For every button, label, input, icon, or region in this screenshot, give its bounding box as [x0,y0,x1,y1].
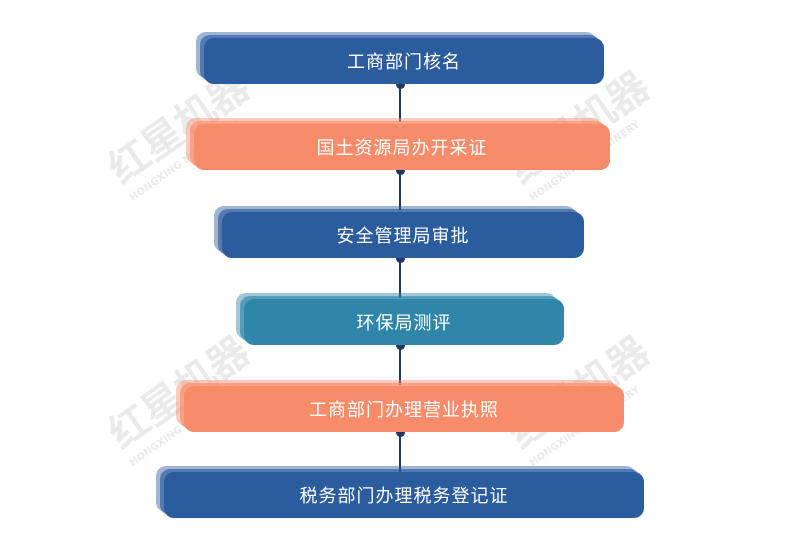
step-3-box: 安全管理局审批 [222,212,584,258]
connector-line-1 [399,84,401,122]
flow-step-1: 工商部门核名 [196,32,604,84]
connector-dot-5 [395,428,405,437]
connector-dot-2 [395,166,405,175]
step-4-box: 环保局测评 [244,299,564,345]
flow-step-6: 税务部门办理税务登记证 [156,466,644,518]
connector-line-2 [399,170,401,210]
flow-step-2: 国土资源局办开采证 [186,118,610,170]
flow-step-3: 安全管理局审批 [214,206,584,258]
connector-dot-3 [395,254,405,263]
step-1-box: 工商部门核名 [204,38,604,84]
connector-line-5 [399,432,401,472]
step-5-box: 工商部门办理营业执照 [184,386,624,432]
connector-line-3 [399,258,401,298]
flow-step-5: 工商部门办理营业执照 [176,380,624,432]
step-6-box: 税务部门办理税务登记证 [164,472,644,518]
flow-step-4: 环保局测评 [236,293,564,345]
connector-dot-4 [395,341,405,350]
step-2-box: 国土资源局办开采证 [194,124,610,170]
connector-dot-1 [395,80,405,89]
connector-line-4 [399,345,401,385]
